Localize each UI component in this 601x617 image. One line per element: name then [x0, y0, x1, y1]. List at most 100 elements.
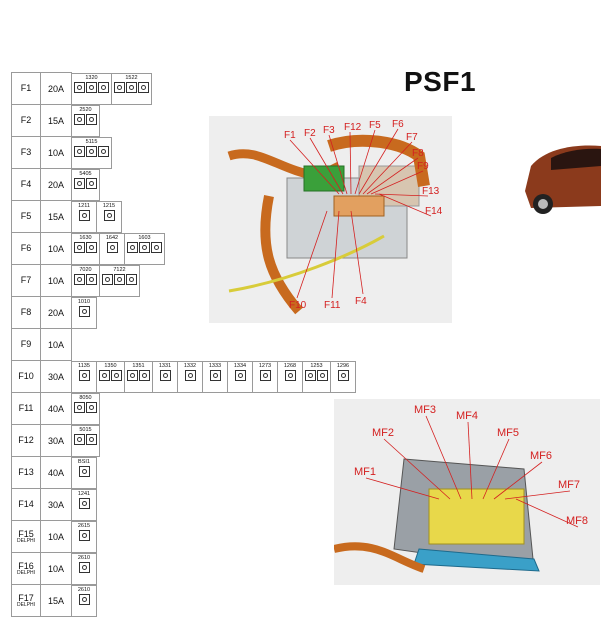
component-symbol-icon — [78, 465, 90, 477]
fuse-label: F5 — [369, 120, 381, 131]
leader-line — [358, 128, 399, 195]
component-cell: 1630 — [71, 232, 100, 265]
component-symbol-icon — [127, 241, 138, 253]
component-icons — [127, 241, 162, 253]
fuse-id-text: F14 — [18, 499, 34, 509]
component-code: 5115 — [85, 138, 98, 145]
fuse-amp: 10A — [40, 264, 72, 297]
component-code: 1010 — [77, 298, 91, 305]
component-cell: 2520 — [71, 104, 100, 137]
page-title: PSF1 — [404, 66, 477, 97]
fuse-components: 5015 — [71, 424, 357, 457]
component-symbol-icon — [126, 273, 137, 285]
fuse-components — [72, 329, 357, 361]
component-list: 5115 — [71, 136, 356, 169]
fuse-id: F1 — [11, 72, 41, 105]
component-symbol-icon — [86, 177, 97, 189]
wire-harness-bottom — [333, 542, 426, 573]
fuse-label: F12 — [344, 122, 362, 133]
component-cell: 1522 — [111, 72, 152, 105]
component-cell: 5115 — [71, 136, 112, 169]
component-symbol-icon — [259, 369, 271, 381]
green-connector — [303, 165, 345, 192]
component-icons — [78, 497, 90, 509]
component-symbol-icon — [74, 273, 85, 285]
component-cell: 1215 — [96, 200, 122, 233]
component-cell: 1296 — [330, 360, 356, 393]
maxi-fuse-label: MF5 — [497, 427, 519, 439]
component-symbol-icon — [86, 241, 97, 253]
fuse-amp: 10A — [40, 520, 72, 553]
component-cell: 5405 — [71, 168, 100, 201]
component-code: 7020 — [79, 266, 92, 273]
fuse-id: F6 — [11, 232, 41, 265]
car-illustration — [525, 145, 601, 214]
fuse-components: 2615 — [71, 520, 357, 553]
component-code: 1135 — [78, 362, 90, 369]
component-cell: 1333 — [202, 360, 228, 393]
leader-line — [482, 438, 510, 500]
maxi-fuse-label: MF3 — [414, 404, 436, 416]
fuse-id: F11 — [11, 392, 41, 425]
leader-line — [365, 477, 440, 500]
component-symbol-icon — [184, 369, 196, 381]
fuse-sub-label: DELPHI — [16, 569, 36, 576]
component-list: 2520 — [71, 104, 356, 137]
fuse-id-text: F7 — [20, 275, 32, 285]
component-symbol-icon — [99, 369, 110, 381]
fuse-row — [333, 195, 385, 217]
wire-harness-left — [260, 195, 303, 315]
component-icons — [74, 401, 97, 413]
leader-line — [378, 193, 432, 217]
component-symbol-icon — [159, 369, 171, 381]
fuse-components: 1320 1522 — [71, 72, 357, 105]
component-code: 1215 — [102, 202, 116, 209]
component-icons — [74, 113, 97, 125]
fuse-label: F8 — [412, 148, 424, 159]
component-symbol-icon — [74, 401, 85, 413]
component-code: 1273 — [258, 362, 272, 369]
fuse-id: F7 — [11, 264, 41, 297]
fuse-id-text: F17 — [18, 592, 34, 603]
fuse-block — [428, 488, 525, 545]
fuse-id-text: F5 — [20, 211, 32, 221]
fuse-id-text: F6 — [20, 243, 32, 253]
component-symbol-icon — [138, 81, 149, 93]
fuse-id: F5 — [11, 200, 41, 233]
leader-line — [467, 421, 473, 500]
component-symbol-icon — [86, 273, 97, 285]
component-cell: 8050 — [71, 392, 100, 425]
fuse-id: F13 — [11, 456, 41, 489]
leader-line — [328, 134, 348, 195]
component-cell: 1320 — [71, 72, 112, 105]
component-icons — [74, 273, 97, 285]
leader-line — [370, 170, 424, 195]
maxi-fuse-label: MF2 — [372, 427, 394, 439]
component-symbol-icon — [102, 273, 113, 285]
component-symbol-icon — [114, 273, 125, 285]
component-code: 1333 — [208, 362, 222, 369]
fuse-id-text: F13 — [18, 467, 34, 477]
car-hubcap — [538, 199, 548, 209]
component-icons — [103, 209, 115, 221]
component-cell: 1331 — [152, 360, 178, 393]
component-cell: 2610 — [71, 552, 97, 585]
component-symbol-icon — [127, 369, 138, 381]
fuse-components: 1010 — [71, 296, 357, 329]
leader-line — [374, 193, 429, 197]
component-symbol-icon — [305, 369, 316, 381]
fuse-label: F3 — [323, 125, 335, 136]
maxi-fuse-label: MF6 — [530, 450, 552, 462]
component-icons — [159, 369, 171, 381]
component-code: 1350 — [104, 362, 117, 369]
fuse-id: F9 — [11, 328, 41, 361]
component-code: 1331 — [158, 362, 172, 369]
component-code: 1522 — [125, 74, 138, 81]
